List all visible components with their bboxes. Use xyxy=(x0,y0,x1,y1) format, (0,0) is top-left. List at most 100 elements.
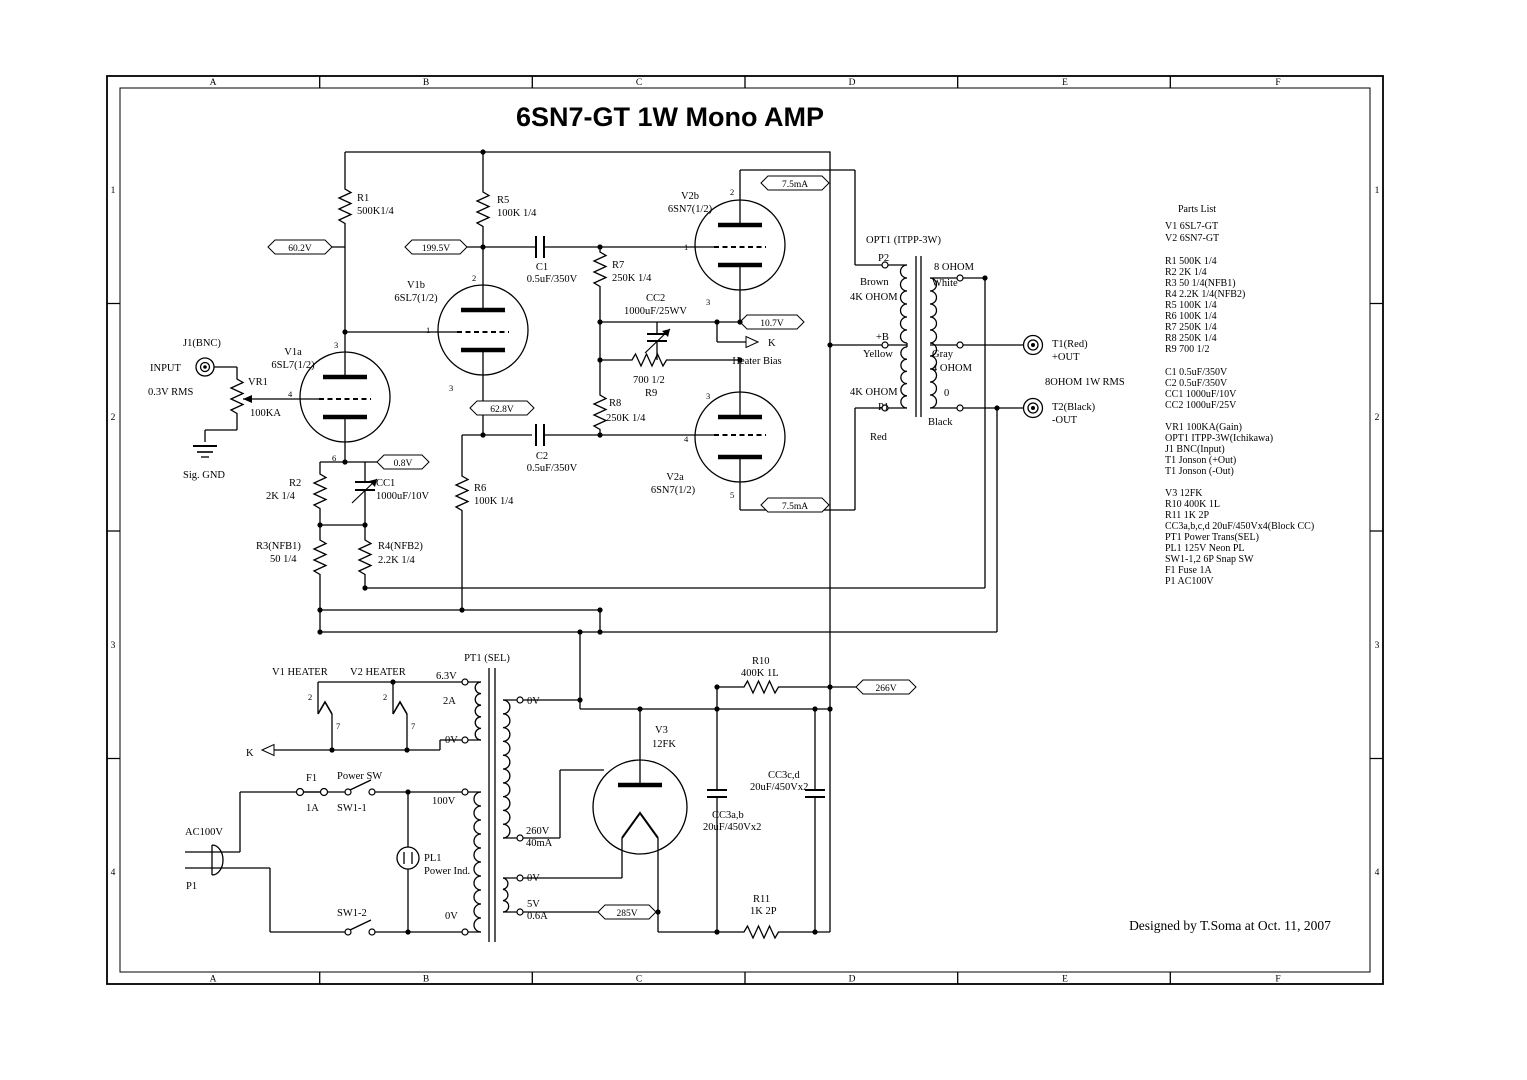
grid-row-4-right: 4 xyxy=(1375,868,1380,878)
callout-cathode-v1b: 62.8V xyxy=(490,405,514,415)
label-r7-val: 250K 1/4 xyxy=(612,273,652,284)
label-white: White xyxy=(932,278,958,289)
callout-anode-v1b: 199.5V xyxy=(422,244,450,254)
label-t1-dir: +OUT xyxy=(1052,352,1080,363)
grid-col-d-top: D xyxy=(849,78,856,88)
label-t2: T2(Black) xyxy=(1052,402,1096,413)
parts-list-item: P1 AC100V xyxy=(1165,576,1214,587)
grid-col-d-bottom: D xyxy=(849,975,856,985)
label-v1b: V1b xyxy=(407,280,425,291)
pin-h2-a: 2 xyxy=(383,692,387,702)
parts-list-item: VR1 100KA(Gain) xyxy=(1165,422,1242,433)
label-cc1-val: 1000uF/10V xyxy=(376,491,430,502)
label-c2-val: 0.5uF/350V xyxy=(527,463,578,474)
grid-col-b-top: B xyxy=(423,78,429,88)
t2-output-jack xyxy=(1022,397,1044,419)
label-t2-dir: -OUT xyxy=(1052,415,1078,426)
label-red: Red xyxy=(870,432,888,443)
v1b-tube xyxy=(438,285,528,375)
label-pri-bot: 4K OHOM xyxy=(850,387,898,398)
k-arrow-top xyxy=(745,335,760,349)
label-r8: R8 xyxy=(609,398,621,409)
parts-list-item: CC2 1000uF/25V xyxy=(1165,400,1237,411)
vr1-potentiometer xyxy=(230,374,252,420)
r3-resistor xyxy=(313,535,327,581)
heater-filament-v2 xyxy=(392,700,408,715)
label-sw1-2: SW1-2 xyxy=(337,908,367,919)
v2a-tube xyxy=(695,392,785,482)
label-r3-val: 50 1/4 xyxy=(270,554,297,565)
grid-row-2-left: 2 xyxy=(111,413,116,423)
label-sec-top: 8 OHOM xyxy=(934,262,975,273)
parts-list-item: CC3a,b,c,d 20uF/450Vx4(Block CC) xyxy=(1165,521,1314,532)
j1-bnc-connector xyxy=(195,357,215,377)
label-yellow: Yellow xyxy=(863,349,893,360)
cc2-capacitor xyxy=(644,328,671,354)
callout-bias: 10.7V xyxy=(760,319,784,329)
parts-list-item: C1 0.5uF/350V xyxy=(1165,367,1228,378)
callout-rectifier-out: 285V xyxy=(616,909,637,919)
pin-h1-a: 2 xyxy=(308,692,312,702)
pin-v2b-plate: 2 xyxy=(730,187,734,197)
parts-list-item: T1 Jonson (-Out) xyxy=(1165,466,1234,477)
grid-col-e-bottom: E xyxy=(1062,975,1068,985)
parts-list-title: Parts List xyxy=(1178,204,1216,215)
label-r10: R10 xyxy=(752,656,770,667)
label-f1: F1 xyxy=(306,773,317,784)
parts-list-item: R4 2.2K 1/4(NFB2) xyxy=(1165,289,1245,300)
label-v2b: V2b xyxy=(681,191,699,202)
label-c2: C2 xyxy=(536,451,548,462)
label-zero: 0 xyxy=(944,388,949,399)
label-r1: R1 xyxy=(357,193,369,204)
parts-list-item: T1 Jonson (+Out) xyxy=(1165,455,1236,466)
label-black: Black xyxy=(928,417,953,428)
r7-resistor xyxy=(593,247,607,293)
label-100v: 100V xyxy=(432,796,456,807)
signal-ground-symbol xyxy=(193,445,217,458)
label-5v: 5V xyxy=(527,899,540,910)
label-r10-val: 400K 1L xyxy=(741,668,779,679)
grid-col-a-bottom: A xyxy=(210,975,217,985)
cc1-capacitor xyxy=(351,478,378,504)
pt1-transformer xyxy=(461,668,524,942)
label-vr1-val: 100KA xyxy=(250,408,281,419)
parts-list-item: R1 500K 1/4 xyxy=(1165,256,1217,267)
label-p2: P2 xyxy=(878,253,889,264)
label-heater-bias: Heater Bias xyxy=(732,356,781,367)
label-pri-top: 4K OHOM xyxy=(850,292,898,303)
label-t1: T1(Red) xyxy=(1052,339,1088,350)
label-cc3cd-val: 20uF/450Vx2 xyxy=(750,782,808,793)
label-b-plus: +B xyxy=(876,332,889,343)
label-v2-heater: V2 HEATER xyxy=(350,667,406,678)
label-260v: 260V xyxy=(526,826,550,837)
label-0v-sec: 0V xyxy=(527,696,540,707)
parts-list-item: SW1-1,2 6P Snap SW xyxy=(1165,554,1254,565)
label-r4-val: 2.2K 1/4 xyxy=(378,555,416,566)
label-k-psu: K xyxy=(246,748,254,759)
label-r9: R9 xyxy=(645,388,657,399)
label-v1a-type: 6SL7(1/2) xyxy=(271,360,315,371)
voltage-callouts xyxy=(267,175,917,920)
parts-list-item: F1 Fuse 1A xyxy=(1165,565,1212,576)
designer-credit: Designed by T.Soma at Oct. 11, 2007 xyxy=(1129,918,1331,933)
parts-list-item: R9 700 1/2 xyxy=(1165,344,1209,355)
callout-cathode-v1a: 0.8V xyxy=(394,459,413,469)
label-cc1: CC1 xyxy=(376,478,395,489)
label-r2-val: 2K 1/4 xyxy=(266,491,296,502)
label-v2a: V2a xyxy=(666,472,684,483)
pin-v1b-plate: 2 xyxy=(472,273,476,283)
label-brown: Brown xyxy=(860,277,889,288)
label-v2b-type: 6SN7(1/2) xyxy=(668,204,713,215)
label-power-sw: Power SW xyxy=(337,771,382,782)
grid-row-2-right: 2 xyxy=(1375,413,1380,423)
grid-col-e-top: E xyxy=(1062,78,1068,88)
label-r7: R7 xyxy=(612,260,624,271)
c1-capacitor xyxy=(535,236,545,258)
parts-list-item: R7 250K 1/4 xyxy=(1165,322,1217,333)
label-40ma: 40mA xyxy=(526,838,553,849)
grid-col-a-top: A xyxy=(210,78,217,88)
parts-list-item: J1 BNC(Input) xyxy=(1165,444,1225,455)
label-cc3cd: CC3c,d xyxy=(768,770,801,781)
pin-v2b-grid: 1 xyxy=(684,242,688,252)
sheet-border: A B C D E F A B C D E F 1 2 3 4 1 2 3 4 xyxy=(106,75,1384,985)
